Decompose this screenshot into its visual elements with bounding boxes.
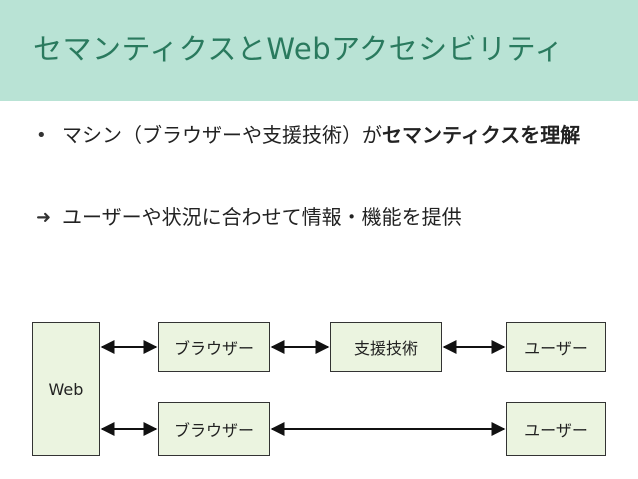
user-label-2: ユーザー (524, 421, 588, 440)
slide-title: セマンティクスとWebアクセシビリティ (33, 32, 564, 66)
browser-label-2: ブラウザー (173, 421, 254, 440)
arrow-right-icon: ➜ (36, 207, 52, 228)
browser-label-1: ブラウザー (173, 339, 254, 358)
bullet-semantics-text: マシン（ブラウザーや支援技術）が (62, 123, 382, 147)
bullet-provide: ➜ ユーザーや状況に合わせて情報・機能を提供 (36, 203, 616, 232)
user-label-1: ユーザー (524, 339, 588, 358)
bullet-dot-icon: • (36, 125, 47, 146)
bullet-semantics: • マシン（ブラウザーや支援技術）がセマンティクスを理解 (36, 121, 616, 150)
web-label: Web (48, 379, 84, 399)
browser-box-1: ブラウザー (158, 322, 270, 372)
assistive-tech-label: 支援技術 (353, 339, 418, 358)
title-band (0, 0, 638, 101)
assistive-tech-box: 支援技術 (330, 322, 442, 372)
browser-box-2: ブラウザー (158, 402, 270, 456)
bullet-provide-text: ユーザーや状況に合わせて情報・機能を提供 (62, 205, 462, 229)
user-box-2: ユーザー (506, 402, 606, 456)
bullet-semantics-emphasis: セマンティクスを理解 (382, 123, 581, 147)
user-box-1: ユーザー (506, 322, 606, 372)
web-box: Web (32, 322, 100, 456)
